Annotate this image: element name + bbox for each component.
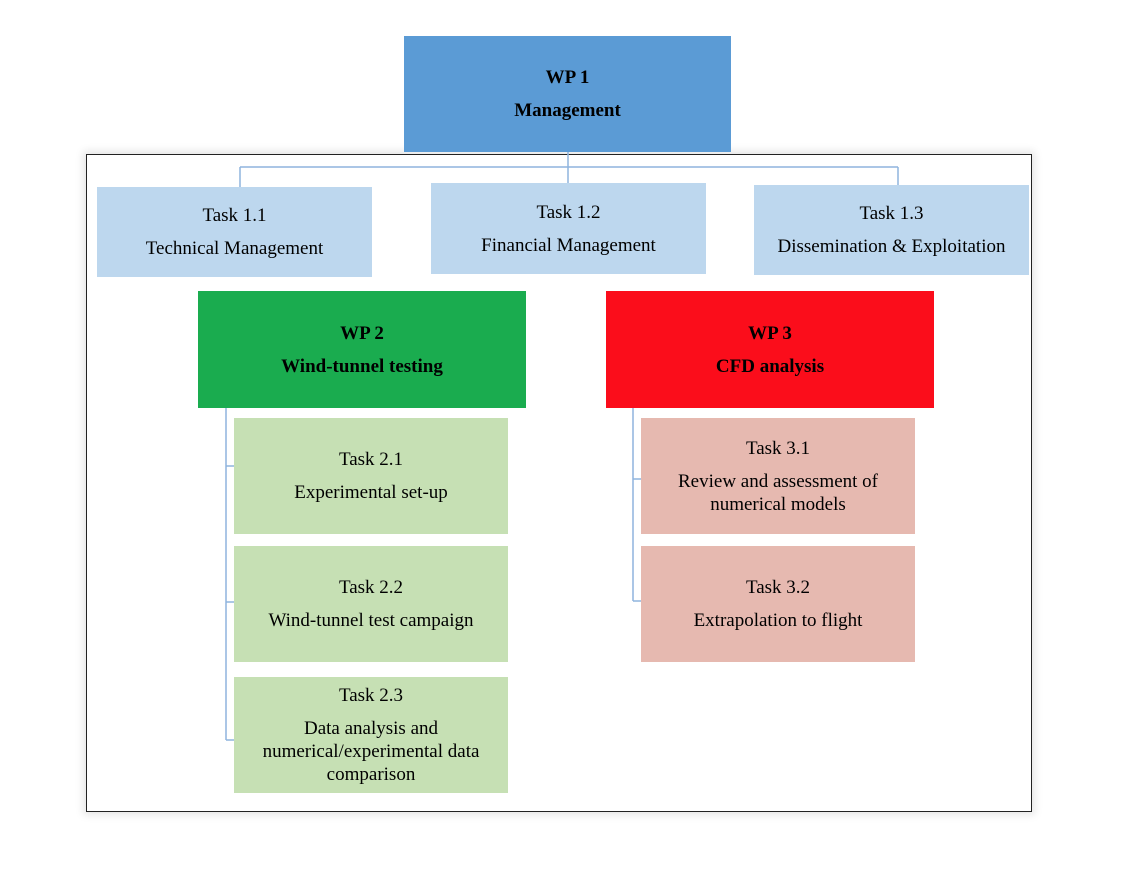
wp3-box: WP 3 CFD analysis [606, 291, 934, 408]
task-2-3-title: Data analysis and numerical/experimental… [262, 718, 480, 785]
task-2-3-box: Task 2.3 Data analysis and numerical/exp… [234, 677, 508, 793]
wp2-title: Wind-tunnel testing [281, 355, 443, 377]
task-2-1-box: Task 2.1 Experimental set-up [234, 418, 508, 534]
task-1-2-title: Financial Management [481, 234, 656, 256]
task-1-1-id: Task 1.1 [202, 205, 267, 226]
task-2-2-id: Task 2.2 [338, 577, 404, 598]
task-1-3-box: Task 1.3 Dissemination & Exploitation [754, 185, 1029, 275]
task-3-1-id: Task 3.1 [745, 437, 811, 459]
task-3-2-id: Task 3.2 [745, 577, 811, 598]
wp1-box: WP 1 Management [404, 36, 731, 152]
wp3-title: CFD analysis [715, 355, 825, 377]
task-3-1-title: Review and assessment of numerical model… [678, 470, 878, 515]
task-3-2-title: Extrapolation to flight [693, 610, 863, 631]
task-3-1-box: Task 3.1 Review and assessment of numeri… [641, 418, 915, 534]
task-2-2-title: Wind-tunnel test campaign [268, 610, 474, 631]
task-1-3-title: Dissemination & Exploitation [777, 236, 1006, 257]
wp1-id: WP 1 [545, 67, 590, 88]
task-2-1-id: Task 2.1 [338, 449, 404, 470]
task-2-3-id: Task 2.3 [338, 685, 404, 706]
task-1-1-title: Technical Management [145, 238, 324, 259]
task-3-2-box: Task 3.2 Extrapolation to flight [641, 546, 915, 662]
task-1-3-id: Task 1.3 [859, 203, 924, 224]
task-1-1-box: Task 1.1 Technical Management [97, 187, 372, 277]
task-2-2-box: Task 2.2 Wind-tunnel test campaign [234, 546, 508, 662]
wp3-id: WP 3 [748, 322, 792, 344]
wp2-box: WP 2 Wind-tunnel testing [198, 291, 526, 408]
wp2-id: WP 2 [340, 322, 384, 344]
task-2-1-title: Experimental set-up [294, 482, 448, 503]
task-1-2-id: Task 1.2 [536, 201, 601, 223]
task-1-2-box: Task 1.2 Financial Management [431, 183, 706, 274]
wp1-title: Management [514, 100, 621, 121]
